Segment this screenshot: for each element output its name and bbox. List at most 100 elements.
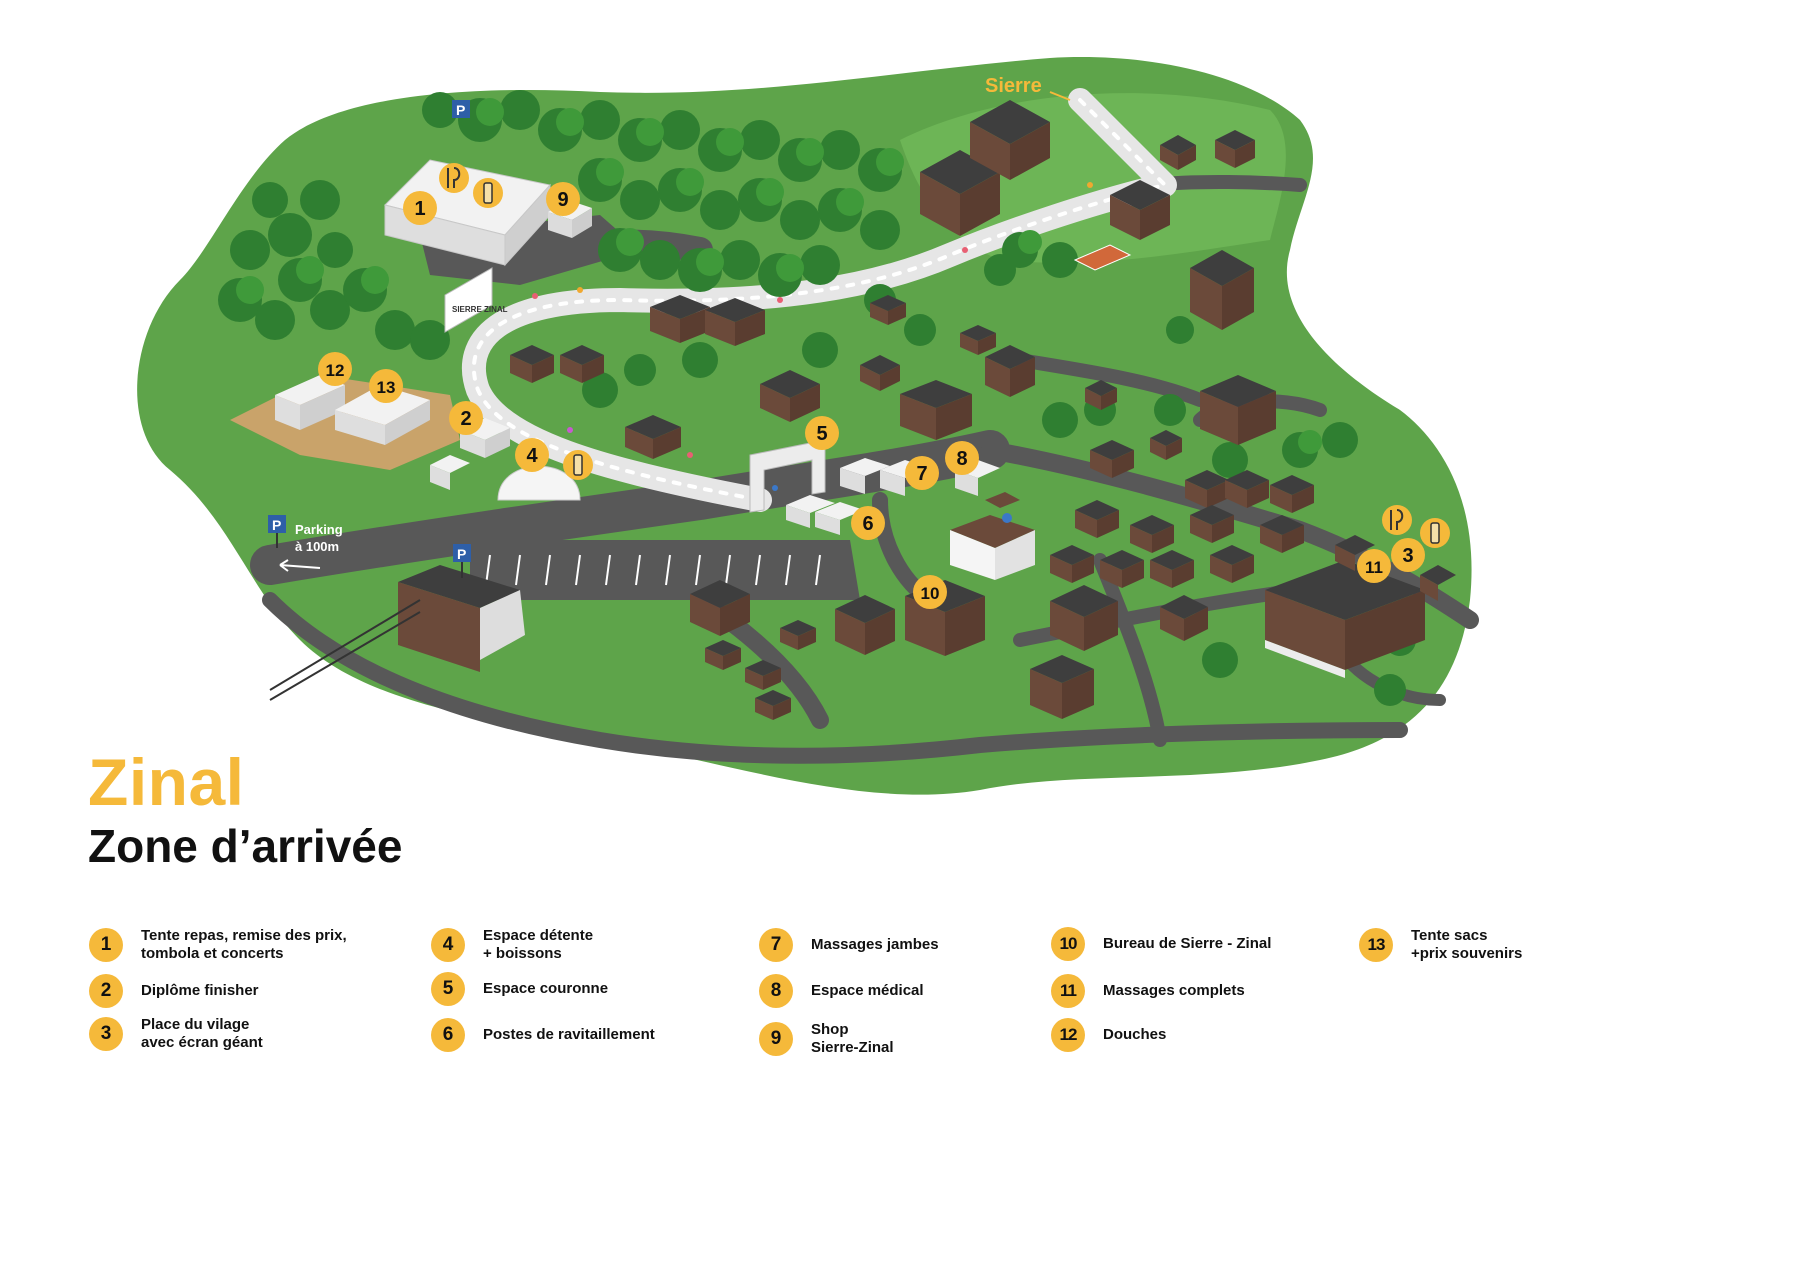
map-marker-circle [403, 191, 437, 225]
drink-icon [1420, 518, 1450, 548]
legend-item-1: 1 Tente repas, remise des prix, tombola … [89, 927, 347, 963]
legend-item-7: 7 Massages jambes [759, 928, 939, 962]
drink-icon [473, 178, 503, 208]
food-icon [439, 163, 469, 193]
diploma-booth [430, 418, 510, 490]
direction-label-sierre: Sierre [985, 75, 1042, 97]
legend-item-4: 4 Espace détente + boissons [431, 927, 593, 963]
tourist-office [950, 492, 1035, 580]
map-marker-number: 4 [526, 445, 538, 467]
svg-text:P: P [457, 546, 466, 562]
legend-label: Place du vilage avec écran géant [141, 1016, 263, 1051]
legend-number: 12 [1051, 1018, 1085, 1052]
legend-item-10: 10 Bureau de Sierre - Zinal [1051, 927, 1271, 961]
map-marker-6: 6 [851, 506, 885, 540]
map-marker-circle [905, 456, 939, 490]
map-marker-number: 5 [816, 423, 827, 445]
parking-label-line1: Parking [295, 522, 343, 537]
zinal-finish-area-map: SIERRE ZINAL [137, 57, 1479, 795]
svg-text:P: P [272, 517, 281, 533]
map-marker-9: 9 [546, 182, 580, 216]
map-marker-3: 3 [1391, 538, 1425, 572]
legend-number: 8 [759, 974, 793, 1008]
map-marker-4: 4 [515, 438, 549, 472]
legend-item-12: 12 Douches [1051, 1018, 1166, 1052]
aid-stations [786, 495, 864, 535]
map-marker-2: 2 [449, 401, 483, 435]
parking-lot [470, 540, 860, 600]
legend-item-3: 3 Place du vilage avec écran géant [89, 1016, 263, 1052]
map-marker-7: 7 [905, 456, 939, 490]
map-marker-12: 12 [318, 352, 352, 386]
map-marker-number: 13 [377, 378, 396, 397]
map-marker-circle [546, 182, 580, 216]
legend-item-6: 6 Postes de ravitaillement [431, 1018, 655, 1052]
legend-item-2: 2 Diplôme finisher [89, 974, 259, 1008]
gondola-station [269, 565, 525, 701]
forest [218, 90, 1416, 706]
finish-arch [749, 439, 826, 513]
map-marker-number: 9 [557, 189, 568, 211]
map-subtitle: Zone d’arrivée [88, 820, 403, 872]
map-marker-circle [945, 441, 979, 475]
map-marker-8: 8 [945, 441, 979, 475]
runners [532, 182, 1093, 491]
legend-label: Espace médical [811, 982, 924, 999]
map-marker-circle [318, 352, 352, 386]
map-marker-circle [805, 416, 839, 450]
legend-number: 6 [431, 1018, 465, 1052]
medical-massage-booths [840, 458, 1000, 496]
map-marker-13: 13 [369, 369, 403, 403]
map-marker-11: 11 [1357, 549, 1391, 583]
map-marker-number: 1 [414, 198, 425, 220]
legend-item-8: 8 Espace médical [759, 974, 924, 1008]
legend-number: 9 [759, 1022, 793, 1056]
map-marker-circle [515, 438, 549, 472]
legend-label: Massages jambes [811, 936, 939, 953]
legend-label: Bureau de Sierre - Zinal [1103, 935, 1272, 952]
map-marker-circle [851, 506, 885, 540]
legend-label: Postes de ravitaillement [483, 1026, 655, 1043]
map-marker-number: 11 [1365, 558, 1383, 577]
legend-number: 11 [1051, 974, 1085, 1008]
legend-label: Massages complets [1103, 982, 1245, 999]
legend-label: Tente repas, remise des prix, tombola et… [141, 927, 347, 962]
map-marker-circle [369, 369, 403, 403]
map-marker-circle [913, 575, 947, 609]
legend-number: 7 [759, 928, 793, 962]
legend-number: 1 [89, 928, 123, 962]
map-marker-circle [1357, 549, 1391, 583]
legend-label: Espace détente + boissons [483, 927, 594, 962]
map-marker-number: 2 [460, 408, 471, 430]
legend-number: 13 [1359, 928, 1393, 962]
map-marker-1: 1 [403, 191, 437, 225]
drink-icon [563, 450, 593, 480]
parking-label-line2: à 100m [295, 539, 339, 554]
map-marker-number: 6 [862, 513, 873, 535]
map-marker-number: 7 [916, 463, 927, 485]
legend-item-9: 9 Shop Sierre-Zinal [759, 1021, 894, 1057]
map-marker-5: 5 [805, 416, 839, 450]
map-marker-number: 3 [1402, 545, 1413, 567]
map-title: Zinal [88, 745, 245, 819]
food-icon [1382, 505, 1412, 535]
legend-item-11: 11 Massages complets [1051, 974, 1245, 1008]
legend-item-5: 5 Espace couronne [431, 972, 608, 1006]
map-marker-10: 10 [913, 575, 947, 609]
legend-item-13: 13 Tente sacs +prix souvenirs [1359, 927, 1522, 963]
legend-number: 5 [431, 972, 465, 1006]
legend-label: Shop Sierre-Zinal [811, 1021, 894, 1056]
legend-number: 10 [1051, 927, 1085, 961]
parking-sign-lot: P [453, 544, 471, 578]
legend-label: Espace couronne [483, 980, 609, 997]
legend-label: Tente sacs +prix souvenirs [1411, 927, 1523, 962]
parking-arrow [279, 559, 321, 572]
parking-sign-upper: P [452, 100, 470, 118]
legend-number: 4 [431, 928, 465, 962]
svg-text:P: P [456, 102, 465, 118]
legend-label: Douches [1103, 1026, 1167, 1043]
map-marker-number: 10 [921, 584, 940, 603]
chalets [510, 100, 1456, 720]
map-marker-circle [1391, 538, 1425, 572]
